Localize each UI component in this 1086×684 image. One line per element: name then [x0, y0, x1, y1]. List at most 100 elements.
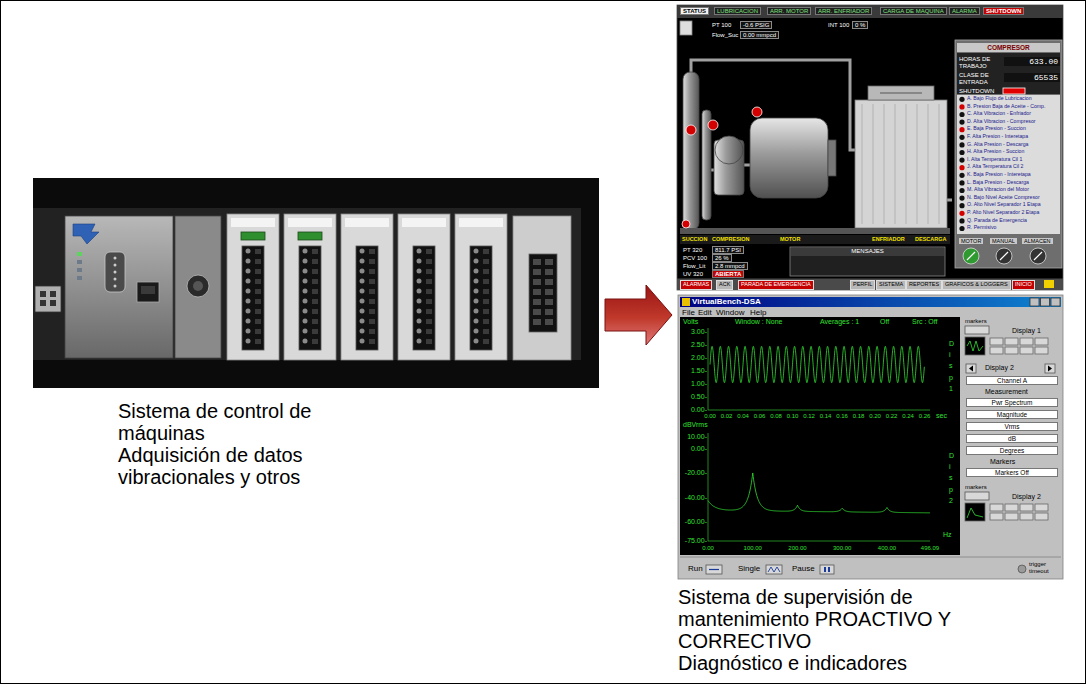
value-display: 0.00 mmpcd	[740, 31, 779, 39]
terminal	[426, 289, 432, 294]
graph-label: sec	[936, 412, 947, 420]
terminal	[426, 269, 432, 274]
screw	[474, 249, 479, 254]
axis-tick: 0.06	[751, 413, 769, 420]
block-arrow	[605, 285, 672, 345]
motor	[750, 118, 828, 198]
terminal	[312, 309, 318, 314]
panel-header: COMPRESOR	[957, 44, 1060, 51]
tab-label: ALARMA	[949, 7, 980, 15]
status-panel	[955, 40, 1062, 268]
connector-cell	[545, 319, 553, 325]
terminal	[312, 249, 318, 254]
panel-label: trigger timeout	[1029, 561, 1061, 575]
tool-button	[1035, 338, 1048, 345]
graph-label: 2.00-	[672, 354, 707, 362]
status-led	[77, 276, 82, 280]
port-pin	[114, 271, 117, 274]
alarm-item: K. Baja Presion - Interetapa	[967, 172, 1031, 178]
connector-cell	[545, 289, 553, 295]
axis-tick: 0.22	[883, 413, 901, 420]
pipe	[711, 169, 714, 172]
terminal	[369, 289, 375, 294]
arrow-button	[1045, 364, 1055, 373]
serial-port	[105, 252, 125, 292]
selector-knob	[996, 248, 1012, 264]
axis-tick: 0.08	[767, 413, 785, 420]
value-display: -0.6 PSIG	[740, 21, 772, 29]
shutdown-indicator	[1003, 88, 1025, 94]
tool-button	[990, 504, 1003, 511]
screw	[246, 249, 251, 254]
terminal	[255, 329, 261, 334]
terminal	[483, 269, 489, 274]
alarm-lamp	[959, 135, 964, 140]
alarm-item: H. Alta Presion - Succion	[967, 149, 1024, 155]
panel-label: Measurement	[985, 388, 1028, 396]
axis-tick: 0.00	[701, 413, 719, 420]
equipment-label: SUCCION	[682, 236, 707, 242]
terminal	[369, 259, 375, 264]
nav-button: ACK	[716, 280, 733, 290]
terminal	[255, 249, 261, 254]
tab-label: LUBRICACION	[714, 7, 761, 15]
alarm-item: Q. Parada de Emergencia	[967, 218, 1027, 224]
field-label: CLASE DE ENTRADA	[959, 72, 997, 86]
terminal	[369, 339, 375, 344]
axis-tick: 0.14	[817, 413, 835, 420]
screw	[360, 279, 365, 284]
power-connector	[35, 286, 61, 312]
terminal	[369, 299, 375, 304]
pause-button	[820, 565, 834, 574]
knob-pointer	[967, 252, 975, 260]
terminal	[483, 329, 489, 334]
run-glyph	[709, 569, 719, 570]
menu-item: File	[682, 308, 695, 317]
screw	[303, 289, 308, 294]
connector-pin	[40, 300, 46, 306]
module	[175, 216, 221, 358]
value-display: 26 %	[712, 254, 732, 262]
graph-label: -60.00-	[672, 518, 707, 526]
alarm-item: G. Alta Presion - Descarga	[967, 142, 1028, 148]
port-pin	[114, 257, 117, 260]
screw	[417, 289, 422, 294]
alarm-item: F. Alta Presion - Interetapa	[967, 134, 1028, 140]
terminal	[483, 289, 489, 294]
caption-block: Sistema de supervisión de mantenimiento …	[678, 586, 978, 674]
terminal	[369, 269, 375, 274]
arrow-glyph	[969, 366, 973, 372]
tool-button	[1020, 513, 1033, 520]
alarm-item: L. Baja Presion - Descarga	[967, 180, 1029, 186]
alarm-lamp	[959, 211, 964, 216]
graph-label: 1.00-	[672, 380, 707, 388]
digital-readout: 633.00	[1004, 57, 1060, 66]
alarm-item: C. Alta Vibracion - Enfriador	[967, 111, 1031, 117]
separator	[680, 557, 1061, 558]
io-module	[398, 214, 450, 360]
marker-dot	[682, 220, 690, 228]
window-title: VirtualBench-DSA	[692, 297, 761, 306]
connector-cell	[545, 309, 553, 315]
connector-pin	[50, 300, 56, 306]
screw	[417, 249, 422, 254]
graph-label: 2.50-	[672, 341, 707, 349]
single-glyph	[768, 567, 780, 572]
terminal	[255, 299, 261, 304]
terminal	[255, 309, 261, 314]
axis-tick: 0.24	[899, 413, 917, 420]
scada-screen	[677, 5, 1063, 290]
terminal	[369, 319, 375, 324]
io-module	[341, 214, 393, 360]
alarm-lamp	[959, 218, 964, 223]
field-label: HORAS DE TRABAJO	[959, 56, 997, 70]
alarm-item: O. Alto Nivel Separador 1 Etapa	[967, 202, 1041, 208]
screw	[417, 259, 422, 264]
screw	[360, 299, 365, 304]
axis-tick: 0.02	[718, 413, 736, 420]
screw	[474, 279, 479, 284]
connector-cell	[545, 259, 553, 265]
value-display: 811.7 PSI	[712, 246, 744, 254]
graph-label: 3.00-	[672, 328, 707, 336]
